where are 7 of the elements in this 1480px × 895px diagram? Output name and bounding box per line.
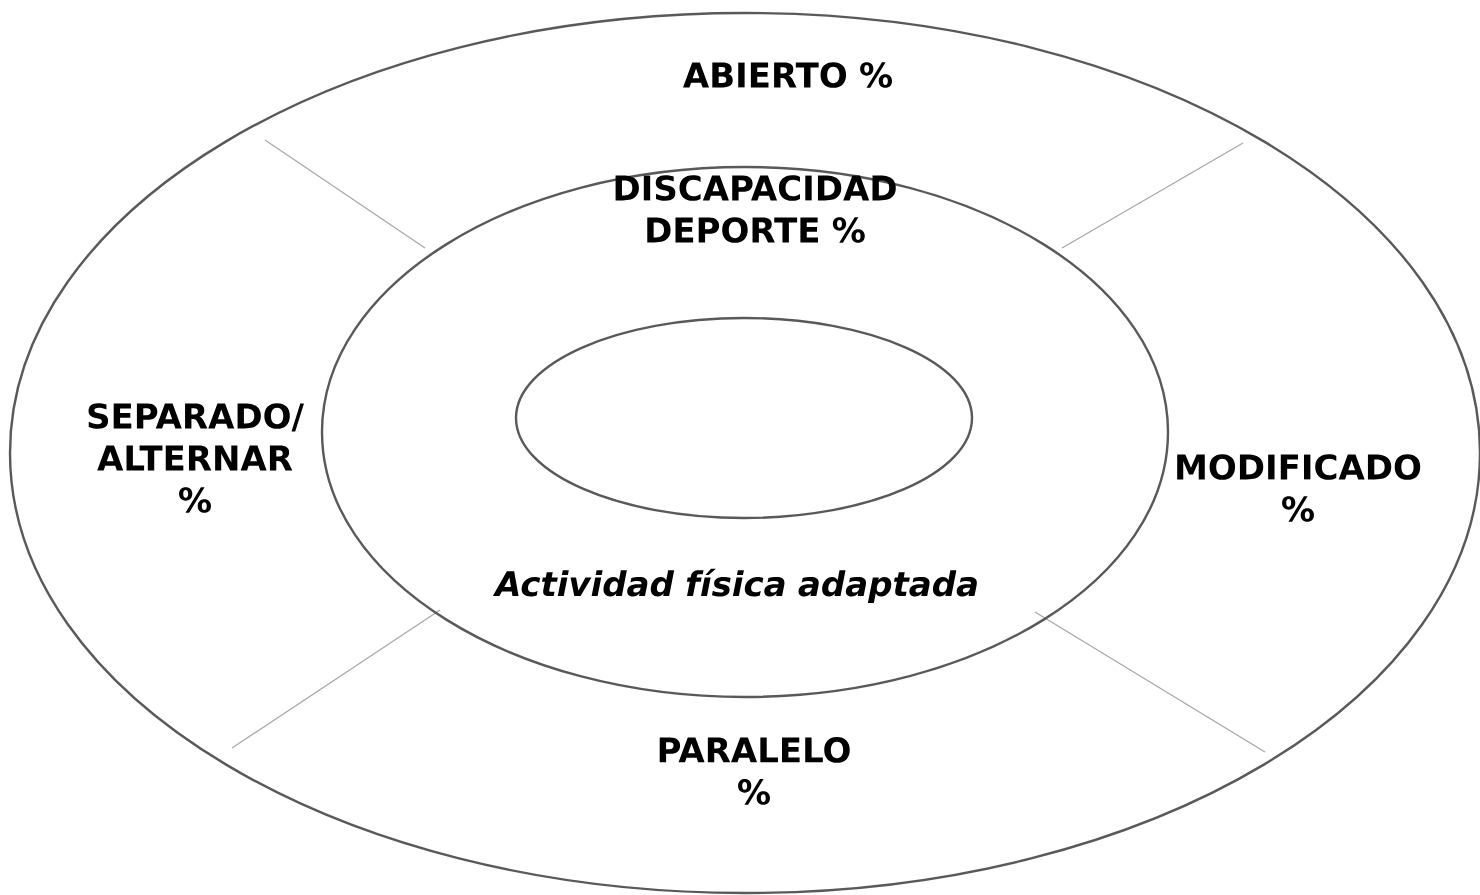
ring-label: Actividad física adaptada (492, 568, 977, 604)
ring-label: PARALELO % (659, 737, 850, 805)
ring-label: DISCAPACIDAD DEPORTE % (615, 175, 896, 243)
ring-label: ABIERTO % (683, 62, 893, 88)
ellipse (514, 316, 974, 520)
ring-label: SEPARADO/ ALTERNAR % (88, 403, 304, 513)
ring-label: MODIFICADO % (1177, 454, 1421, 522)
